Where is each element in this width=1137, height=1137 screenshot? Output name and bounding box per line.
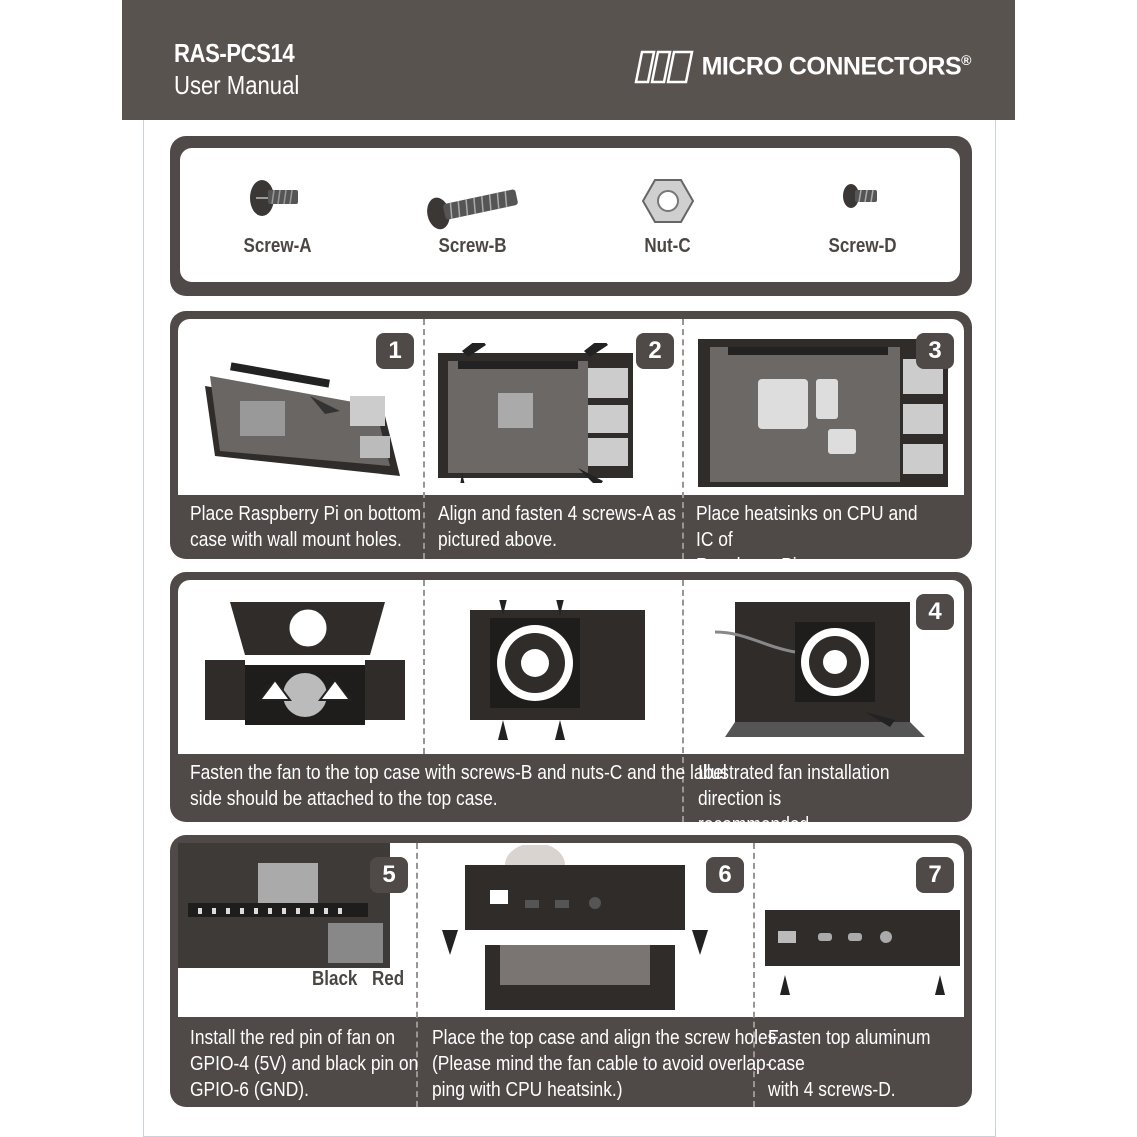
registered-mark: ®	[961, 52, 971, 69]
step-5-caption: Install the red pin of fan on GPIO-4 (5V…	[190, 1027, 419, 1101]
hex-nut-icon	[641, 179, 694, 223]
divider	[682, 580, 684, 822]
part-label: Screw-D	[828, 235, 897, 257]
steps-row-1: 1 Place Raspberry Pi on bottom case with…	[170, 311, 972, 577]
step-6-caption: Place the top case and align the screw h…	[432, 1027, 782, 1101]
part-screw-a: Screw-A	[180, 148, 375, 282]
steps-row-3: 5 Black Red Install the red pin of fan o…	[170, 835, 972, 1107]
step-1-caption: Place Raspberry Pi on bottom case with w…	[190, 503, 422, 551]
wire-label-red: Red	[372, 968, 405, 990]
step-2-badge: 2	[636, 333, 674, 369]
step2-photo	[438, 343, 633, 483]
document-code: RAS-PCS14	[174, 38, 295, 68]
step-5-badge: 5	[370, 857, 408, 893]
step1-photo	[205, 362, 400, 476]
step-4-badge: 4	[916, 594, 954, 630]
brand-logo: MICRO CONNECTORS®	[634, 50, 971, 84]
flat-head-screw-icon	[249, 180, 298, 216]
divider	[423, 580, 425, 754]
step-2-caption: Align and fasten 4 screws-A as pictured …	[438, 503, 676, 551]
divider	[753, 843, 755, 1107]
brand-mark-icon	[634, 50, 694, 84]
divider	[423, 319, 425, 559]
fan-caption: Fasten the fan to the top case with scre…	[190, 762, 727, 810]
part-screw-d: Screw-D	[765, 148, 960, 282]
small-screw-icon	[842, 184, 877, 208]
step-7-caption: Fasten top aluminum case with 4 screws-D…	[768, 1027, 931, 1101]
part-label: Screw-A	[243, 235, 312, 257]
fan-mount-photo	[470, 600, 645, 740]
step-3-caption: Place heatsinks on CPU and IC of Raspber…	[696, 503, 918, 577]
step6-photo	[442, 845, 708, 1010]
part-screw-b: Screw-B	[375, 148, 570, 282]
step-3-badge: 3	[916, 333, 954, 369]
divider	[682, 319, 684, 559]
step-1-badge: 1	[376, 333, 414, 369]
fan-top-view-photo	[205, 602, 405, 725]
document-subtitle: User Manual	[174, 70, 300, 100]
part-nut-c: Nut-C	[570, 148, 765, 282]
steps-row-2: 4 Fasten the fan to the top case with sc…	[170, 572, 972, 836]
parts-list: Screw-A Screw-B Nut-C	[180, 148, 960, 282]
step-6-badge: 6	[706, 857, 744, 893]
step3-photo	[698, 339, 948, 487]
step-4-caption: Illustrated fan installation direction i…	[698, 762, 890, 836]
header-bar	[122, 0, 1015, 120]
step-7-badge: 7	[916, 857, 954, 893]
long-screw-icon	[426, 189, 518, 230]
parts-panel: Screw-A Screw-B Nut-C	[170, 136, 972, 296]
step4-photo	[714, 602, 925, 737]
step5-photo	[178, 843, 390, 968]
part-label: Nut-C	[644, 235, 691, 257]
step7-photo	[765, 910, 960, 995]
brand-name: MICRO CONNECTORS	[701, 52, 962, 81]
divider	[416, 843, 418, 1107]
part-label: Screw-B	[438, 235, 507, 257]
wire-label-black: Black	[312, 968, 358, 990]
